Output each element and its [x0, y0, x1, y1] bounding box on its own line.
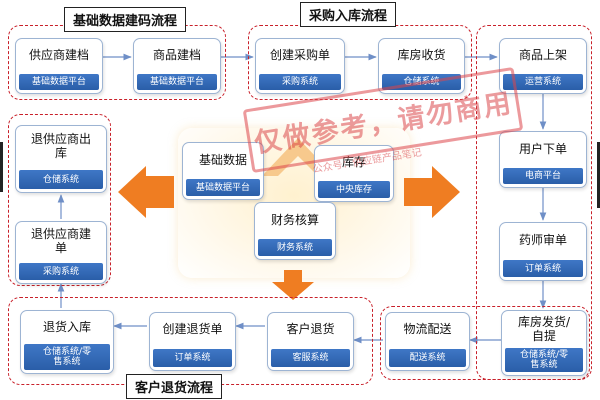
node-warehouse-receipt[interactable]: 库房收货 仓储系统: [378, 38, 465, 94]
node-return-inbound[interactable]: 退货入库 仓储系统/零售系统: [20, 310, 114, 374]
node-user-order[interactable]: 用户下单 电商平台: [499, 131, 587, 188]
node-title: 财务核算: [270, 212, 319, 227]
node-title: 退供应商出库: [30, 132, 91, 160]
region-logistics: [380, 306, 590, 380]
system-badge: 仓储系统/零售系统: [505, 348, 583, 372]
node-create-return-order[interactable]: 创建退货单 订单系统: [149, 312, 236, 371]
node-return-to-supplier-order[interactable]: 退供应商建单 采购系统: [15, 221, 107, 284]
hub-inventory[interactable]: 库存 中央库存: [314, 145, 394, 202]
node-title: 商品上架: [518, 48, 567, 62]
node-title: 供应商建档: [28, 48, 89, 62]
node-title: 库存: [341, 155, 366, 169]
system-badge: 仓储系统: [382, 74, 461, 90]
hub-master-data[interactable]: 基础数据 基础数据平台: [182, 142, 264, 200]
hub-arrow-right: [404, 166, 460, 218]
node-warehouse-dispatch[interactable]: 库房发货/自提 仓储系统/零售系统: [501, 310, 587, 376]
system-badge: 基础数据平台: [19, 74, 99, 90]
system-badge: 仓储系统: [19, 170, 103, 189]
node-title: 创建采购单: [269, 48, 330, 62]
system-badge: 订单系统: [503, 260, 583, 277]
node-product-profile[interactable]: 商品建档 基础数据平台: [133, 38, 221, 94]
node-return-to-supplier-outbound[interactable]: 退供应商出库 仓储系统: [15, 125, 107, 193]
system-badge: 客服系统: [271, 349, 350, 367]
system-badge: 基础数据平台: [137, 74, 217, 90]
system-badge: 采购系统: [19, 263, 103, 280]
node-title: 退供应商建单: [30, 227, 91, 255]
system-badge: 订单系统: [153, 349, 232, 367]
left-edge-mark: [0, 142, 3, 192]
node-logistics[interactable]: 物流配送 配送系统: [385, 312, 470, 371]
system-badge: 中央库存: [318, 181, 390, 198]
node-title: 药师审单: [518, 233, 567, 247]
region-title-returns: 客户退货流程: [126, 374, 223, 399]
hub-accounting[interactable]: 财务核算 财务系统: [254, 202, 336, 260]
system-badge: 基础数据平台: [186, 179, 260, 196]
system-badge: 财务系统: [258, 239, 332, 256]
region-title-procurement: 采购入库流程: [300, 2, 397, 27]
hub-arrow-down: [272, 270, 314, 300]
node-pharmacist-review[interactable]: 药师审单 订单系统: [499, 222, 587, 281]
node-customer-return[interactable]: 客户退货 客服系统: [267, 312, 354, 371]
system-badge: 配送系统: [389, 349, 466, 367]
region-supplier-returns: [8, 114, 111, 286]
system-badge: 仓储系统/零售系统: [24, 344, 110, 370]
node-create-purchase-order[interactable]: 创建采购单 采购系统: [255, 38, 345, 94]
hub-arrow-left: [118, 166, 174, 218]
node-title: 物流配送: [403, 322, 452, 336]
right-edge-mark: [597, 142, 600, 208]
node-supplier-profile[interactable]: 供应商建档 基础数据平台: [15, 38, 103, 94]
node-title: 退货入库: [42, 320, 91, 334]
node-title: 库房收货: [397, 48, 446, 62]
node-product-listing[interactable]: 商品上架 运营系统: [499, 38, 587, 94]
node-title: 客户退货: [286, 322, 335, 336]
region-title-master-data: 基础数据建码流程: [64, 7, 187, 32]
node-title: 库房发货/自提: [517, 315, 571, 343]
system-badge: 电商平台: [503, 168, 583, 184]
node-title: 基础数据: [198, 152, 247, 167]
node-title: 创建退货单: [162, 322, 223, 336]
node-title: 商品建档: [152, 48, 201, 62]
system-badge: 采购系统: [259, 74, 341, 90]
system-badge: 运营系统: [503, 74, 583, 90]
node-title: 用户下单: [518, 141, 567, 156]
